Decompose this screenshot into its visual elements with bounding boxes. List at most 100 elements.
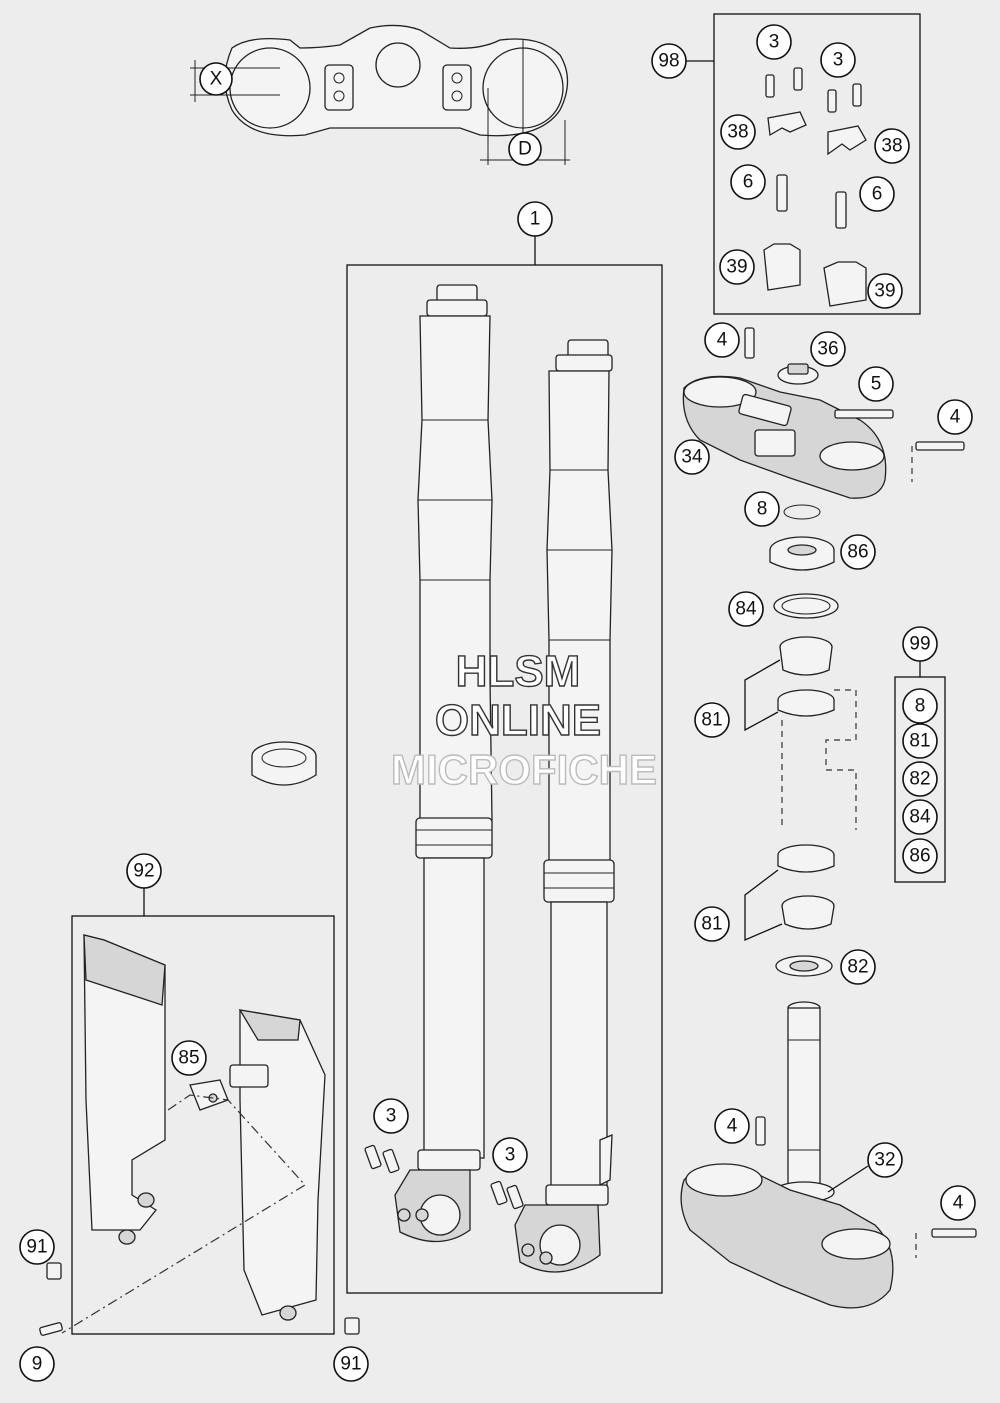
- lower-clamp-39-right: [823, 261, 867, 307]
- guard-screw-91-left: [46, 1262, 62, 1280]
- svg-text:99: 99: [909, 634, 930, 655]
- svg-text:8: 8: [757, 499, 768, 520]
- handlebar-clamp-box: [713, 13, 921, 315]
- callout-34: 34: [674, 439, 710, 475]
- loose-ring: [251, 741, 317, 786]
- callout-4-lower-top: 4: [714, 1108, 750, 1144]
- triple-clamp-overview: [190, 24, 570, 165]
- callout-6-right: 6: [859, 176, 895, 212]
- kit-item-84: 84: [902, 799, 938, 835]
- callout-98: 98: [651, 43, 687, 79]
- callout-8-main: 8: [744, 491, 780, 527]
- svg-text:3: 3: [833, 50, 844, 71]
- svg-text:38: 38: [881, 136, 902, 157]
- kit-item-8: 8: [902, 688, 938, 724]
- callout-4-upper-right: 4: [937, 399, 973, 435]
- svg-text:1: 1: [530, 209, 541, 230]
- upper-clamp-38-left: [767, 111, 807, 137]
- fork-guard-box: [71, 915, 335, 1335]
- kit-item-86: 86: [902, 838, 938, 874]
- callout-x: X: [199, 62, 233, 96]
- svg-text:3: 3: [769, 32, 780, 53]
- svg-text:X: X: [210, 69, 223, 90]
- callout-32: 32: [867, 1142, 903, 1178]
- pinch-bolt-4-right: [915, 441, 965, 451]
- callout-38-left: 38: [720, 114, 756, 150]
- fork-kit-box: [346, 264, 663, 1294]
- lower-clamp-bolt-4-top: [755, 1116, 766, 1146]
- bearing-81-lower: [781, 895, 835, 930]
- callout-99: 99: [902, 626, 938, 662]
- svg-text:81: 81: [701, 914, 722, 935]
- svg-text:4: 4: [727, 1116, 738, 1137]
- svg-text:92: 92: [133, 861, 154, 882]
- svg-text:9: 9: [32, 1354, 43, 1375]
- callout-91-right: 91: [333, 1346, 369, 1382]
- svg-text:38: 38: [727, 122, 748, 143]
- svg-text:84: 84: [735, 599, 757, 620]
- bearing-81-upper: [779, 636, 833, 676]
- callout-36: 36: [810, 331, 846, 367]
- svg-text:84: 84: [909, 807, 931, 828]
- lower-triple-clamp: [680, 1001, 894, 1309]
- svg-text:82: 82: [909, 769, 930, 790]
- svg-text:86: 86: [847, 542, 868, 563]
- svg-text:6: 6: [872, 184, 883, 205]
- svg-text:39: 39: [726, 257, 747, 278]
- left-fork-guard: [83, 934, 166, 1245]
- callout-84-main: 84: [728, 591, 764, 627]
- callout-3-right-fork: 3: [492, 1137, 528, 1173]
- handlebar-clamp-bolts: [765, 67, 862, 113]
- pinch-bolt-5: [834, 409, 894, 419]
- callout-86-main: 86: [840, 534, 876, 570]
- bolt-6-left: [776, 174, 788, 212]
- callout-81-upper: 81: [694, 702, 730, 738]
- svg-text:8: 8: [915, 696, 926, 717]
- callout-d: D: [508, 132, 542, 166]
- svg-text:4: 4: [953, 1193, 964, 1214]
- svg-text:91: 91: [26, 1237, 47, 1258]
- callout-91-left: 91: [19, 1229, 55, 1265]
- svg-text:6: 6: [743, 172, 754, 193]
- svg-text:98: 98: [658, 51, 679, 72]
- callout-81-lower: 81: [694, 906, 730, 942]
- seal-82: [775, 955, 833, 977]
- right-fork-leg: [514, 339, 615, 1273]
- svg-text:91: 91: [340, 1354, 361, 1375]
- upper-clamp-38-right: [827, 125, 867, 156]
- guard-screw-9: [39, 1322, 63, 1336]
- svg-text:MICROFICHE: MICROFICHE: [391, 746, 657, 793]
- svg-text:D: D: [518, 139, 532, 160]
- svg-text:39: 39: [874, 281, 895, 302]
- svg-text:3: 3: [505, 1145, 516, 1166]
- svg-text:3: 3: [386, 1106, 397, 1127]
- callout-3-left-fork: 3: [373, 1098, 409, 1134]
- svg-text:32: 32: [874, 1150, 895, 1171]
- bearing-race-81-upper: [777, 689, 835, 717]
- bolt-6-right: [835, 191, 847, 229]
- callout-85: 85: [171, 1040, 207, 1076]
- cap-36: [777, 363, 819, 385]
- svg-text:34: 34: [681, 447, 703, 468]
- callout-39-right: 39: [867, 273, 903, 309]
- callout-39-left: 39: [719, 249, 755, 285]
- svg-text:ONLINE: ONLINE: [435, 696, 601, 745]
- callout-4-upper-top: 4: [704, 322, 740, 358]
- right-fork-guard: [229, 1009, 326, 1321]
- watermark: HLSM ONLINE MICROFICHE: [390, 646, 657, 793]
- svg-text:36: 36: [817, 339, 838, 360]
- left-fork-leg: [394, 284, 493, 1243]
- svg-text:81: 81: [909, 731, 930, 752]
- svg-text:5: 5: [871, 374, 882, 395]
- callout-6-left: 6: [730, 164, 766, 200]
- svg-text:81: 81: [701, 710, 722, 731]
- guard-screw-91-right: [344, 1317, 360, 1335]
- lower-clamp-39-left: [763, 243, 801, 291]
- callout-1: 1: [517, 201, 553, 237]
- callout-3-kit-right: 3: [820, 42, 856, 78]
- kit-item-82: 82: [902, 761, 938, 797]
- callout-82-main: 82: [840, 949, 876, 985]
- callout-38-right: 38: [874, 128, 910, 164]
